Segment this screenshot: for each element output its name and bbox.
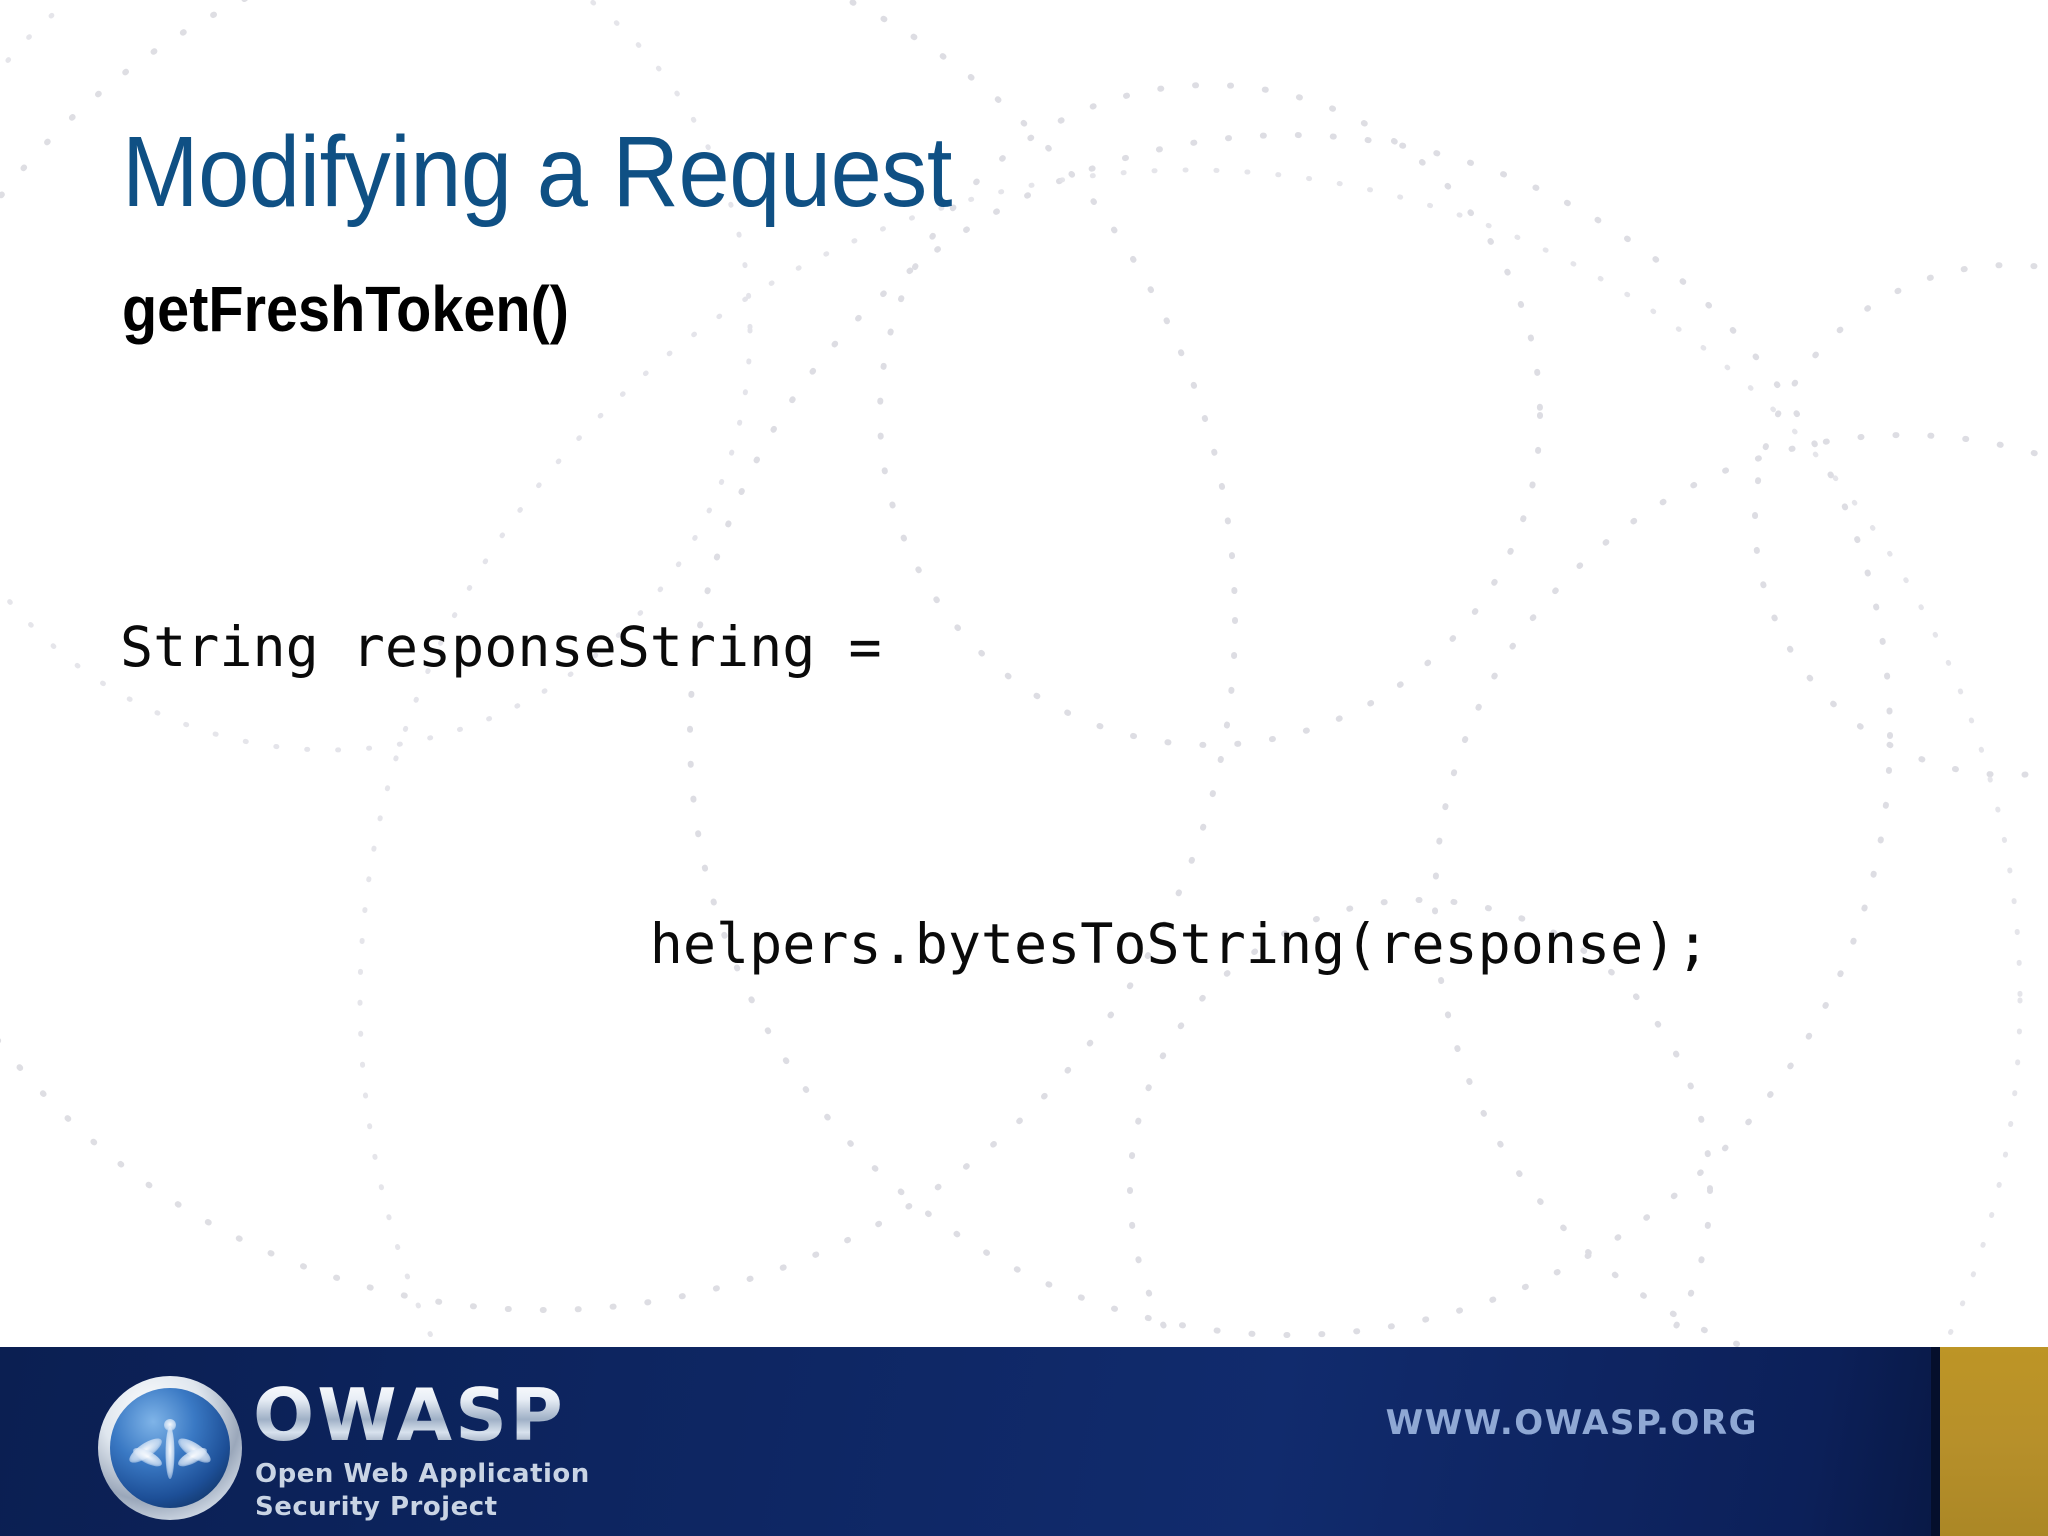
code-line: helpers.bytesToString(response);	[120, 912, 1710, 976]
page-title: Modifying a Request	[122, 116, 952, 228]
owasp-logo: OWASP Open Web Application Security Proj…	[95, 1361, 589, 1529]
owasp-tagline-line-2: Security Project	[255, 1492, 498, 1522]
owasp-website-url: WWW.OWASP.ORG	[1385, 1403, 1758, 1443]
owasp-globe-dragonfly-icon	[98, 1376, 242, 1520]
code-line: String responseString =	[120, 615, 882, 679]
footer-divider	[1931, 1347, 1940, 1536]
owasp-footer-banner: OWASP Open Web Application Security Proj…	[0, 1347, 2048, 1536]
method-name-heading: getFreshToken()	[122, 273, 569, 345]
slide-content: Modifying a Request getFreshToken() Stri…	[120, 116, 2000, 1536]
code-line	[120, 1192, 2000, 1291]
owasp-tagline-line-1: Open Web Application	[255, 1459, 590, 1489]
owasp-wordmark: OWASP	[253, 1373, 566, 1457]
footer-gold-accent-block	[1940, 1347, 2048, 1536]
